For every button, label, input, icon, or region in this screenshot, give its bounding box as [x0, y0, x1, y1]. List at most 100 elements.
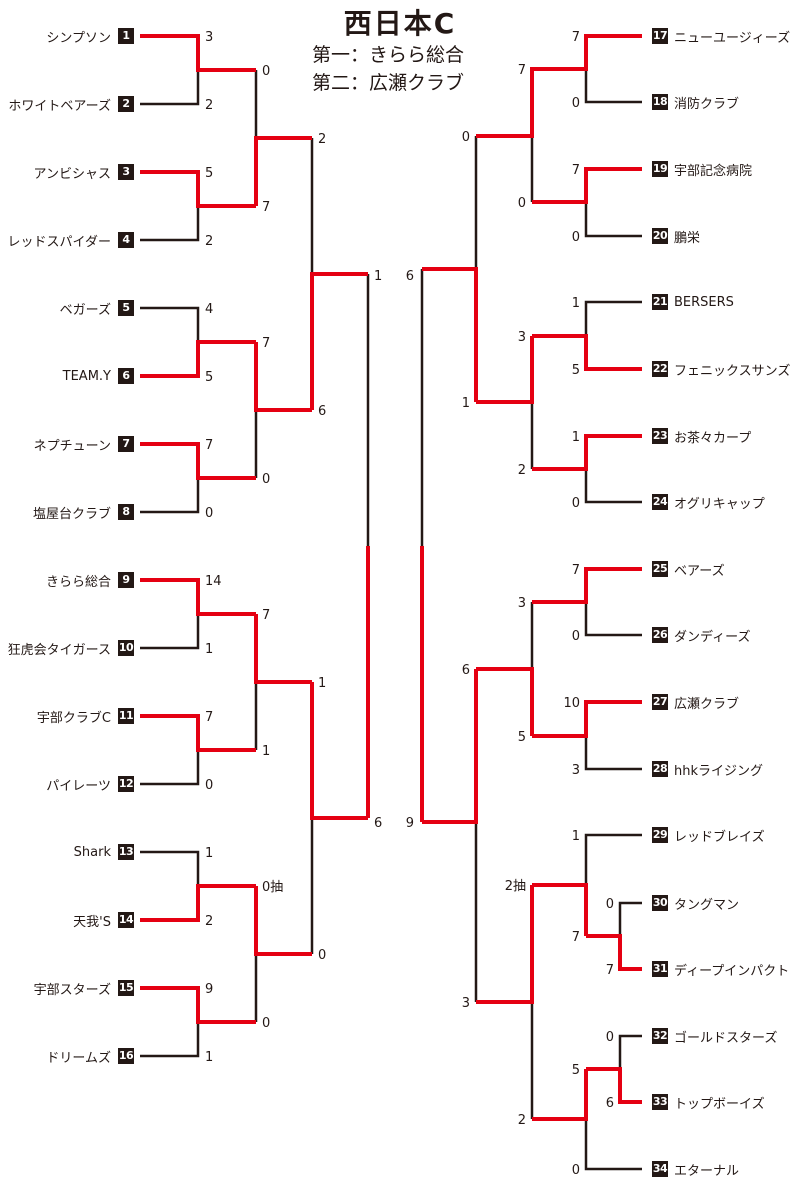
- team-seed-number: 16: [118, 1048, 134, 1064]
- team-seed-number: 9: [118, 572, 134, 588]
- match-score: 1: [462, 396, 470, 411]
- match-score: 3: [205, 30, 213, 45]
- match-score: 7: [205, 710, 213, 725]
- match-score: 5: [205, 370, 213, 385]
- team-seed-number: 21: [652, 294, 668, 310]
- team-seed-number: 27: [652, 694, 668, 710]
- team-name: ベアーズ: [674, 563, 725, 579]
- match-score: 0: [462, 130, 470, 145]
- team-seed-number: 23: [652, 428, 668, 444]
- team-entry: TEAM.Y 6: [63, 367, 134, 385]
- team-name: パイレーツ: [46, 778, 111, 794]
- match-score: 0: [205, 506, 213, 521]
- match-score: 7: [572, 163, 580, 178]
- team-entry: 27 広瀬クラブ: [652, 693, 740, 712]
- second-place-label: 第二：広瀬クラブ: [312, 72, 465, 94]
- team-seed-number: 20: [652, 228, 668, 244]
- match-score: 7: [518, 63, 526, 78]
- team-name: トップボーイズ: [674, 1096, 765, 1112]
- match-score: 1: [572, 829, 580, 844]
- match-score: 2: [318, 132, 326, 147]
- match-score: 7: [572, 30, 580, 45]
- team-name: フェニックスサンズ: [674, 363, 791, 379]
- match-score: 5: [518, 730, 526, 745]
- team-entry: ホワイトベアーズ 2: [8, 95, 134, 114]
- team-name: 鵬栄: [674, 230, 701, 246]
- match-score: 7: [606, 963, 614, 978]
- match-score: 7: [262, 608, 270, 623]
- match-score: 1: [205, 642, 213, 657]
- team-name: ベガーズ: [59, 302, 111, 318]
- team-name: タングマン: [674, 897, 740, 913]
- match-score: 1: [205, 846, 213, 861]
- match-score: 0: [572, 496, 580, 511]
- match-score: 6: [374, 816, 382, 831]
- team-seed-number: 6: [118, 368, 134, 384]
- team-seed-number: 31: [652, 961, 668, 977]
- team-seed-number: 24: [652, 494, 668, 510]
- team-seed-number: 34: [652, 1161, 668, 1177]
- team-name: 宇部クラブC: [36, 710, 111, 726]
- match-score: 1: [262, 744, 270, 759]
- team-name: シンプソン: [46, 30, 111, 46]
- team-seed-number: 33: [652, 1094, 668, 1110]
- team-entry: 20 鵬栄: [652, 227, 701, 246]
- team-seed-number: 8: [118, 504, 134, 520]
- match-score: 5: [572, 1063, 580, 1078]
- match-score: 1: [572, 430, 580, 445]
- team-name: ネプチューン: [33, 438, 111, 454]
- match-score: 0: [606, 1030, 614, 1045]
- team-entry: シンプソン 1: [46, 27, 134, 46]
- team-name: 宇部スターズ: [33, 982, 111, 998]
- team-name: 広瀬クラブ: [674, 696, 740, 712]
- match-score: 0: [262, 472, 270, 487]
- match-score: 0: [318, 948, 326, 963]
- match-score: 0: [205, 778, 213, 793]
- match-score: 2抽: [505, 879, 526, 894]
- team-name: オグリキャップ: [674, 496, 765, 512]
- bracket-line: [140, 70, 370, 1058]
- match-score: 0: [518, 196, 526, 211]
- match-score: 0: [572, 230, 580, 245]
- bracket-title: 西日本C: [343, 7, 457, 40]
- team-seed-number: 12: [118, 776, 134, 792]
- team-seed-number: 1: [118, 28, 134, 44]
- team-name: 宇部記念病院: [674, 163, 753, 179]
- match-score: 0: [572, 629, 580, 644]
- match-score: 1: [318, 676, 326, 691]
- team-name: TEAM.Y: [62, 368, 111, 384]
- match-score: 2: [518, 1113, 526, 1128]
- team-name: ゴールドスターズ: [674, 1030, 778, 1046]
- match-score: 9: [205, 982, 213, 997]
- match-score: 4: [205, 302, 213, 317]
- team-name: ホワイトベアーズ: [8, 98, 111, 114]
- match-score: 6: [606, 1096, 614, 1111]
- match-score: 0抽: [262, 880, 283, 895]
- team-name: 天我'S: [73, 914, 111, 930]
- team-seed-number: 4: [118, 232, 134, 248]
- team-seed-number: 5: [118, 300, 134, 316]
- team-seed-number: 3: [118, 164, 134, 180]
- match-score: 7: [205, 438, 213, 453]
- team-seed-number: 2: [118, 96, 134, 112]
- winner-line: [140, 34, 370, 1024]
